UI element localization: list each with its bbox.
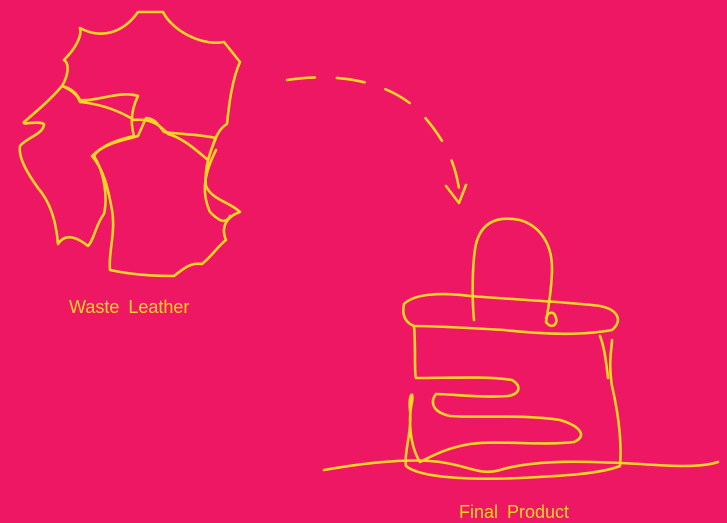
handbag-icon xyxy=(324,219,718,479)
arrow-head xyxy=(446,185,466,203)
waste-leather-label: Waste Leather xyxy=(69,297,189,318)
dashed-arrow-curve xyxy=(287,77,460,196)
bag-lid xyxy=(403,294,618,334)
bag-body xyxy=(406,326,621,479)
dashed-arrow-icon xyxy=(287,77,466,203)
ground-line xyxy=(324,460,718,471)
bag-side-fold xyxy=(600,336,608,378)
leather-hide-front xyxy=(92,118,240,276)
leather-hide-left xyxy=(20,86,138,246)
leather-hides-icon xyxy=(20,12,240,276)
final-product-label: Final Product xyxy=(459,502,569,523)
handle xyxy=(473,219,557,326)
